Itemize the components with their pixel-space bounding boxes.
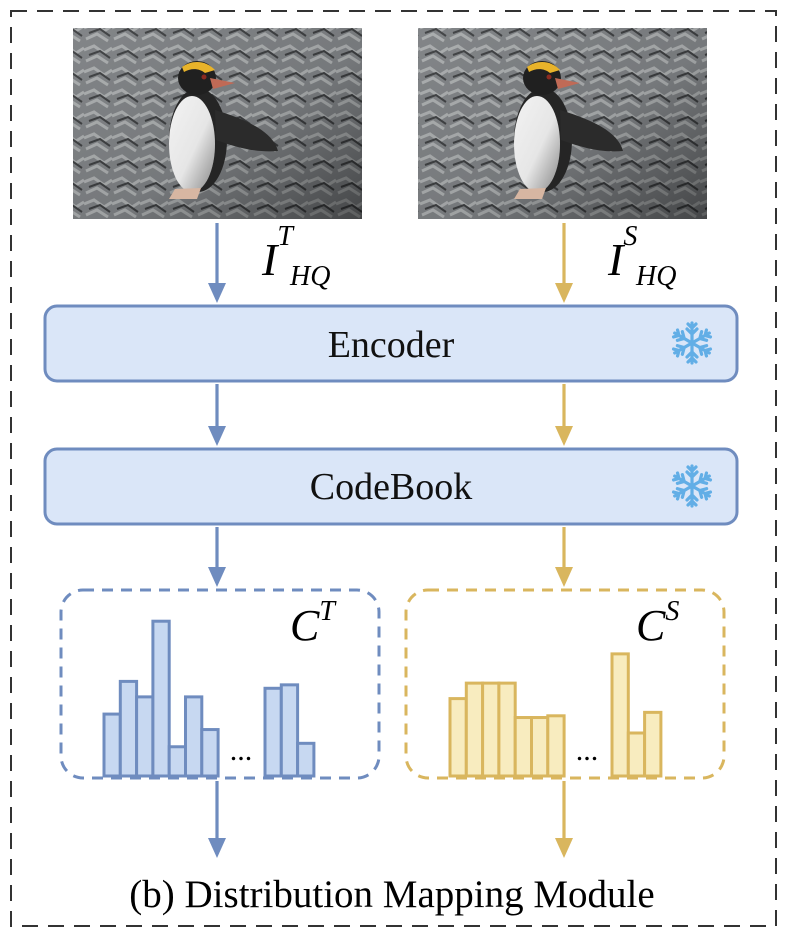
student-histogram-bar: [464, 681, 485, 778]
teacher-histogram-bar: [151, 619, 171, 778]
teacher-arrow-codebook: [208, 527, 226, 587]
encoder-label: Encoder: [328, 324, 455, 366]
teacher-histogram-bar: [200, 728, 220, 778]
teacher-histogram-bar: [118, 679, 139, 778]
student-arrow-output: [555, 781, 573, 858]
student-histogram-bar: [643, 710, 663, 778]
teacher-histogram-bar: [135, 695, 155, 778]
student-histogram-bar: [513, 716, 534, 778]
student-histogram-bar: [626, 731, 647, 778]
outer-frame: [10, 10, 777, 927]
figure-caption: (b) Distribution Mapping Module: [129, 873, 654, 916]
encoder-block: Encoder: [43, 304, 739, 383]
teacher-histogram: [102, 619, 316, 778]
student-histogram-bar: [546, 714, 566, 778]
student-arrow-encoder: [555, 384, 573, 446]
student-input-image: [418, 28, 707, 219]
codebook-label: CodeBook: [310, 466, 473, 508]
student-distribution-label: CS: [636, 596, 679, 650]
student-histogram-bar: [530, 716, 550, 778]
codebook-block: CodeBook: [43, 447, 739, 526]
teacher-arrow-output: [208, 781, 226, 858]
student-histogram-bar: [497, 681, 517, 778]
student-arrow-codebook: [555, 527, 573, 587]
student-histogram-bar: [448, 697, 468, 778]
teacher-distribution-label: CT: [290, 596, 337, 650]
teacher-arrow-encoder: [208, 384, 226, 446]
teacher-histogram-bar: [296, 741, 316, 778]
teacher-histogram-bar: [263, 686, 283, 778]
student-ellipsis: ...: [576, 734, 599, 767]
student-histogram-bar: [610, 652, 630, 778]
teacher-distribution: CT ...: [59, 588, 381, 780]
teacher-histogram-bar: [167, 745, 187, 778]
student-histogram: [448, 652, 663, 778]
teacher-ellipsis: ...: [230, 734, 253, 767]
student-histogram-bar: [481, 681, 501, 778]
teacher-arrow-input: [208, 223, 226, 303]
teacher-histogram-bar: [279, 683, 300, 778]
teacher-input-image: [73, 28, 362, 219]
student-arrow-input: [555, 223, 573, 303]
student-distribution: CS ...: [404, 588, 726, 780]
flow-arrows: [208, 223, 573, 858]
teacher-histogram-bar: [102, 712, 122, 778]
teacher-histogram-bar: [184, 695, 204, 778]
